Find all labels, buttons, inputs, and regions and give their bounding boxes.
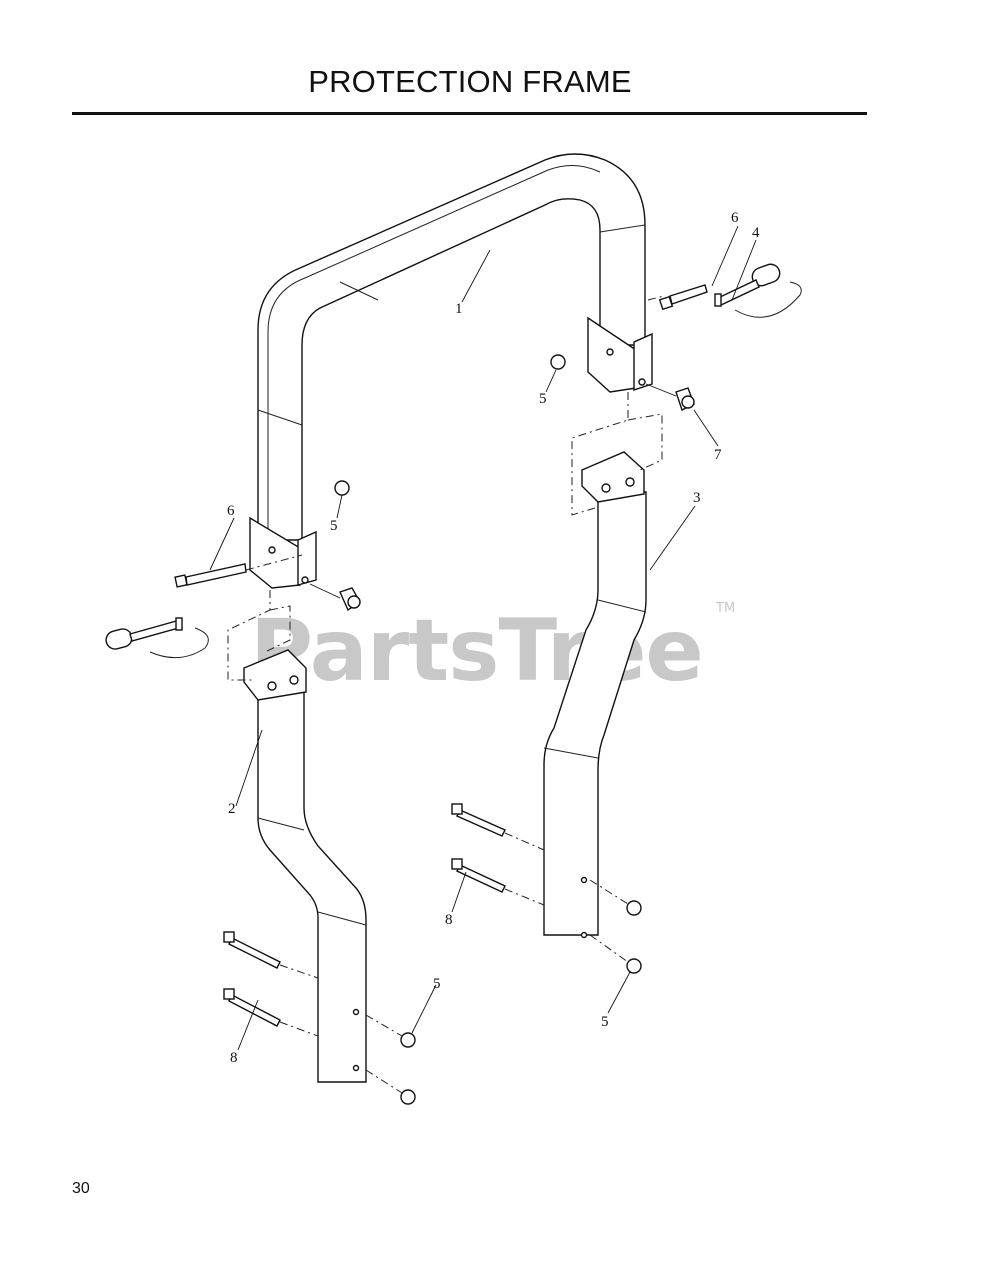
callout-7: 7 bbox=[714, 447, 722, 463]
lower-bolts bbox=[223, 803, 506, 1027]
callout-6-left: 6 bbox=[227, 503, 235, 519]
callout-3: 3 bbox=[693, 490, 701, 506]
right-lower-leg-part bbox=[543, 451, 647, 939]
left-alignment-lines bbox=[227, 590, 291, 681]
callout-leaders bbox=[209, 225, 757, 1051]
hitch-pin-right bbox=[714, 263, 802, 318]
callout-8-right: 8 bbox=[445, 912, 453, 928]
callout-4: 4 bbox=[752, 225, 760, 241]
assembly-lines bbox=[245, 295, 665, 1094]
upper-hoop-part bbox=[257, 153, 646, 541]
title-divider bbox=[72, 112, 867, 115]
hitch-pin-left bbox=[105, 617, 209, 659]
callout-6-right: 6 bbox=[731, 210, 739, 226]
right-upper-bracket bbox=[587, 316, 653, 393]
hitch-pin-bolt-left bbox=[174, 563, 247, 588]
callout-5-upper-right: 5 bbox=[539, 391, 547, 407]
watermark-trademark: TM bbox=[715, 601, 735, 616]
callout-8-left: 8 bbox=[230, 1050, 238, 1066]
callout-5-lower-left: 5 bbox=[433, 976, 441, 992]
left-upper-bracket bbox=[249, 516, 317, 589]
knob-left bbox=[309, 583, 361, 612]
callout-2: 2 bbox=[228, 801, 236, 817]
knob-right bbox=[645, 383, 695, 411]
nuts bbox=[334, 354, 642, 1105]
right-alignment-lines bbox=[571, 392, 663, 516]
callout-5-lower-right: 5 bbox=[601, 1014, 609, 1030]
page-number: 30 bbox=[72, 1180, 90, 1197]
page-title: PROTECTION FRAME bbox=[308, 64, 632, 99]
left-lower-leg-part bbox=[243, 649, 367, 1083]
callout-5-upper-left: 5 bbox=[330, 518, 338, 534]
callout-1: 1 bbox=[455, 301, 463, 317]
hitch-pin-bolt-right bbox=[658, 284, 708, 311]
